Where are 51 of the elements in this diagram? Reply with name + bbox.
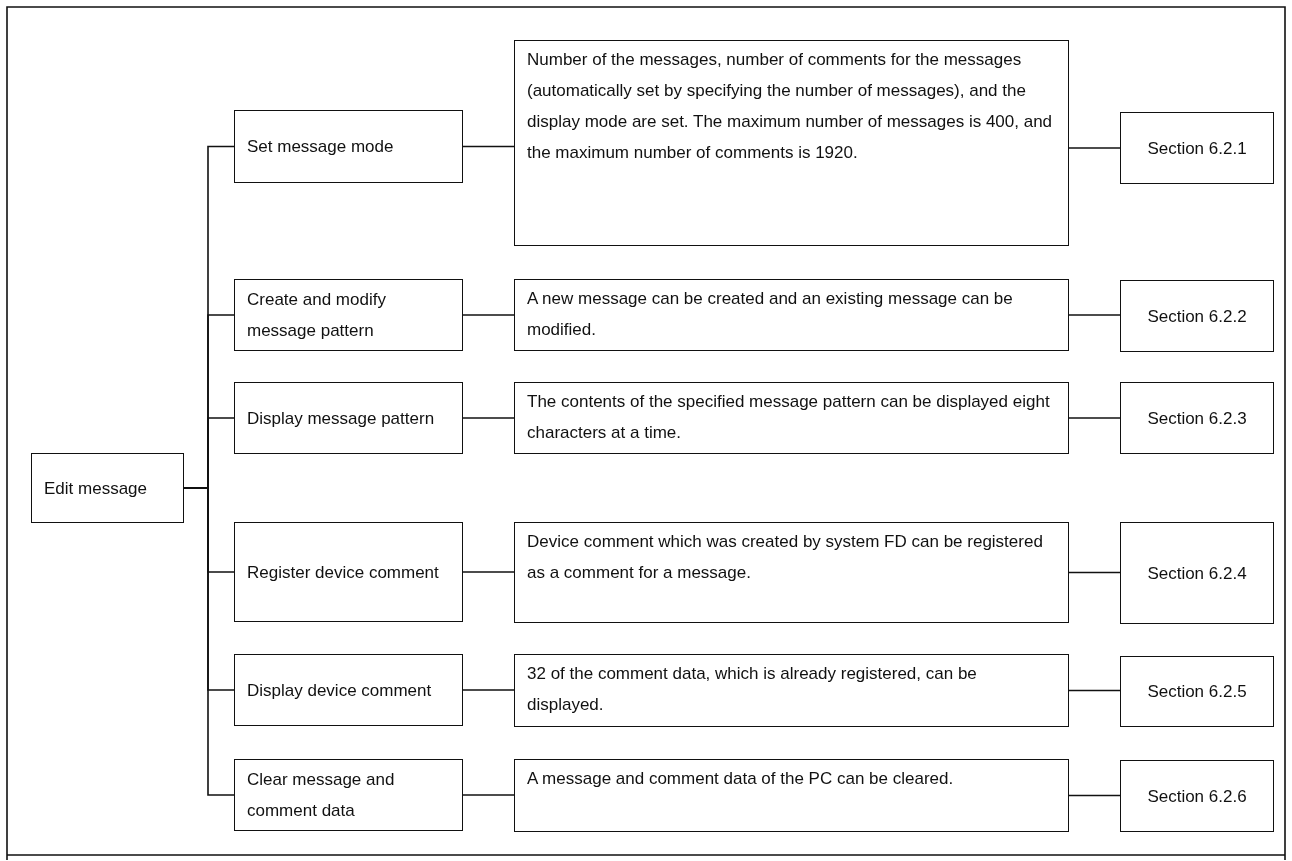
box-text: Create and modify message pattern bbox=[247, 289, 387, 342]
connector-line bbox=[1068, 314, 1121, 316]
connector-line bbox=[1068, 417, 1121, 419]
section-reference-box bbox=[1120, 382, 1274, 454]
box-text: Edit message bbox=[44, 477, 147, 500]
box-text: Section 6.2.5 bbox=[1147, 681, 1247, 703]
box-text: Device comment which was created by system FD can be registered as a comment for a message. bbox=[527, 531, 1044, 584]
description-box bbox=[514, 654, 1069, 727]
box-text: Register device comment bbox=[247, 561, 439, 584]
function-box bbox=[234, 279, 463, 351]
description-box bbox=[514, 382, 1069, 454]
connector-line bbox=[462, 571, 515, 573]
box-text: The contents of the specified message pattern can be displayed eight characters at a time. bbox=[527, 391, 1051, 444]
connector-line bbox=[1068, 794, 1121, 797]
function-box bbox=[234, 759, 463, 831]
description-box bbox=[514, 522, 1069, 623]
function-box bbox=[234, 654, 463, 726]
box-text: Section 6.2.3 bbox=[1147, 407, 1247, 430]
description-box bbox=[514, 40, 1069, 246]
box-text: A new message can be created and an existing message can be modified. bbox=[527, 288, 1014, 341]
connector-line bbox=[462, 314, 515, 316]
box-text: Display device comment bbox=[247, 679, 432, 702]
section-reference-box bbox=[1120, 112, 1274, 184]
description-box bbox=[514, 759, 1069, 832]
function-box bbox=[31, 453, 184, 523]
connector-line bbox=[462, 794, 515, 796]
box-text: Set message mode bbox=[247, 136, 394, 158]
section-reference-box bbox=[1120, 656, 1274, 727]
function-box bbox=[234, 110, 463, 183]
function-box bbox=[234, 382, 463, 454]
connector-line bbox=[183, 487, 235, 796]
box-text: Section 6.2.1 bbox=[1147, 137, 1247, 160]
connector-line bbox=[1068, 689, 1121, 692]
connector-line bbox=[462, 145, 515, 148]
box-text: 32 of the comment data, which is already registered, can be displayed. bbox=[527, 663, 978, 716]
box-text: Section 6.2.4 bbox=[1147, 562, 1247, 585]
section-reference-box bbox=[1120, 280, 1274, 352]
section-reference-box bbox=[1120, 522, 1274, 624]
box-text: Clear message and comment data bbox=[247, 769, 396, 822]
box-text: Section 6.2.2 bbox=[1147, 305, 1247, 328]
connector-line bbox=[1068, 147, 1121, 149]
section-reference-box bbox=[1120, 760, 1274, 832]
connector-line bbox=[1068, 571, 1121, 574]
connector-line bbox=[462, 417, 515, 419]
box-text: A message and comment data of the PC can be cleared. bbox=[527, 768, 954, 790]
box-text: Display message pattern bbox=[247, 407, 435, 430]
box-text: Section 6.2.6 bbox=[1147, 785, 1247, 808]
box-text: Number of the messages, number of comments for the messages (automatically set by specifying the number of messages), and the display mode are set. The maximum number of messages is 400, and the maximum number of comments is 1920. bbox=[527, 49, 1054, 164]
description-box bbox=[514, 279, 1069, 351]
function-box bbox=[234, 522, 463, 622]
connector-line bbox=[462, 689, 515, 691]
